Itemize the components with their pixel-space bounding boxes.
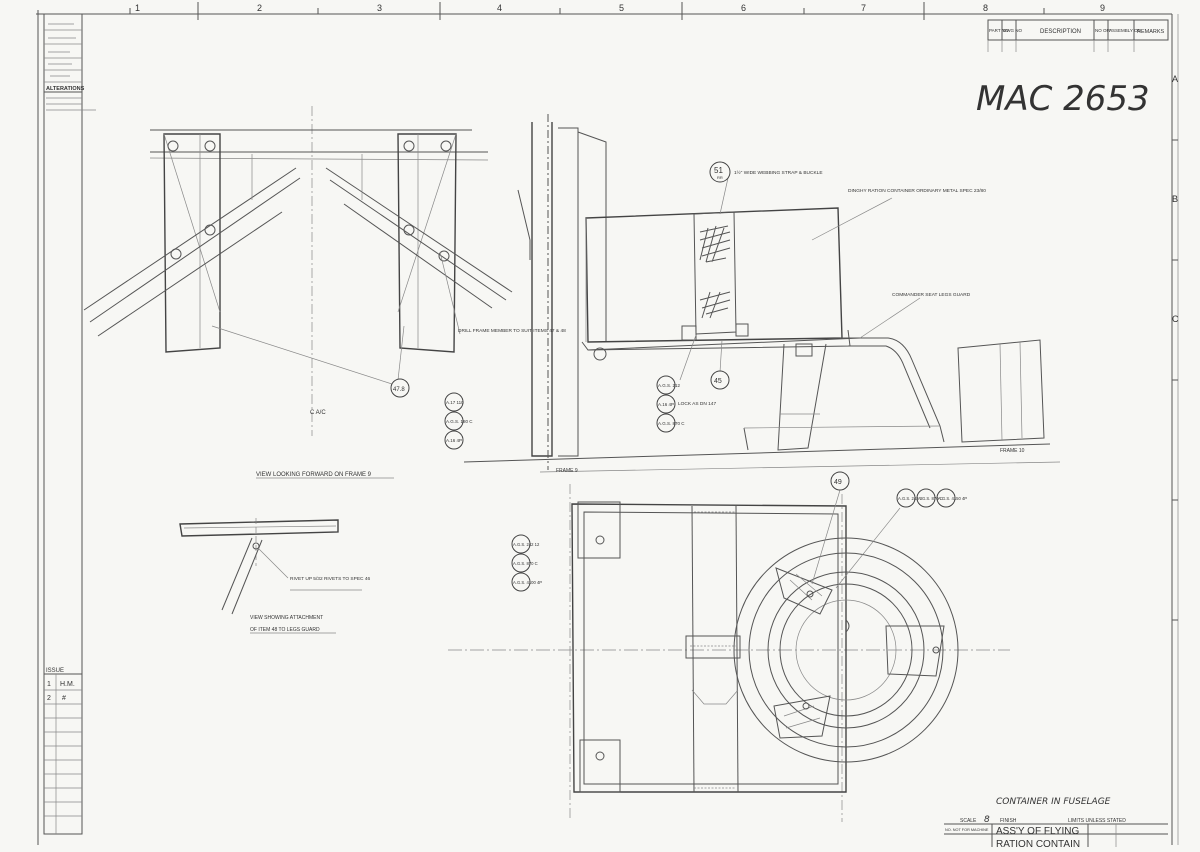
issue-initials: #	[62, 695, 66, 702]
strap-hatching	[699, 225, 731, 319]
column-number: 8	[983, 3, 988, 13]
column-ticks	[129, 2, 1045, 20]
scale-label: SCALE	[960, 818, 977, 824]
balloon-item-49: 49	[830, 471, 850, 491]
left-strip: ALTERATIONS ISSUE 1 H.M. 2 #	[43, 13, 96, 835]
row-letter: C	[1172, 314, 1179, 324]
part-callout: A.G.S. 212	[658, 383, 681, 388]
not-for-label: NO. NOT FOR MACHINE	[945, 828, 989, 832]
column-numbers: 1 2 3 4 5 6 7 8 9	[135, 3, 1105, 13]
title-line-2: RATION CONTAIN	[996, 839, 1080, 847]
part-callout: A.G.S. 4100 4P	[513, 580, 542, 585]
column-number: 9	[1100, 3, 1105, 13]
issue-number: 1	[47, 681, 51, 688]
attachment-caption-2: OF ITEM 48 TO LEGS GUARD	[250, 627, 320, 633]
container-note: DINGHY RATION CONTAINER ORDINARY METAL S…	[848, 188, 986, 194]
column-number: 4	[497, 3, 502, 13]
balloon-label: 51	[714, 166, 723, 175]
frame-part-callouts: A.17 110 A.G.S. 180 C A.16 4P	[444, 392, 473, 450]
row-letter: A	[1172, 74, 1178, 84]
part-callout: A.16 4P	[658, 402, 674, 407]
column-number: 2	[257, 3, 262, 13]
row-letter: B	[1172, 194, 1178, 204]
rev-header-description: DESCRIPTION	[1040, 29, 1081, 35]
balloon-label: 45	[714, 378, 722, 385]
balloon-label: 47.8	[393, 387, 405, 393]
part-callout: A.16 4P	[446, 438, 462, 443]
plan-view	[448, 484, 1010, 822]
revision-table: PART NO DWG NO DESCRIPTION NO OFF ASSEMB…	[987, 19, 1169, 52]
title-block: CONTAINER IN FUSELAGE SCALE 8 FINISH LIM…	[944, 797, 1168, 850]
plan-left-callouts: A.G.S. 242 12 A.G.S. 870 C A.G.S. 4100 4…	[511, 534, 542, 592]
side-view: 1½" WIDE WEBBING STRAP & BUCKLE DINGHY R…	[463, 114, 1061, 474]
plan-top-callouts: A.G.S. 242 3 A.G.S. 870 C A.G.S. 4150 4P	[896, 488, 967, 508]
frame-9-label: FRAME 9	[556, 468, 578, 474]
title-line-1: ASS'Y OF FLYING	[996, 826, 1079, 837]
rev-header-dwg: DWG NO	[1003, 28, 1022, 33]
limits-label: LIMITS UNLESS STATED	[1068, 818, 1126, 824]
strap-note: 1½" WIDE WEBBING STRAP & BUCKLE	[734, 169, 823, 176]
sheet-border	[36, 10, 1179, 845]
rev-header-nooff: NO OFF	[1095, 28, 1112, 33]
drill-frame-note: DRILL FRAME MEMBER TO SUIT ITEMS 47 & 48	[458, 328, 566, 334]
column-number: 5	[619, 3, 624, 13]
row-letters: A B C	[1172, 74, 1179, 621]
rev-header-assembly: ASSEMBLY ON	[1109, 28, 1141, 33]
part-callout: A.G.S. 180 C	[446, 419, 473, 424]
balloon-sublabel: RR	[717, 175, 723, 180]
issue-rows: 1 H.M. 2 #	[47, 681, 75, 702]
part-callout: A.G.S. 4150 4P	[938, 496, 967, 501]
part-callout: A.G.S. 870 C	[513, 561, 538, 566]
column-number: 6	[741, 3, 746, 13]
part-callout: A.G.S. 870 C	[918, 496, 943, 501]
attachment-caption-1: VIEW SHOWING ATTACHMENT	[250, 615, 323, 621]
handwritten-note: CONTAINER IN FUSELAGE	[996, 797, 1111, 807]
part-callout: A.G.S. 242 3	[898, 496, 923, 501]
part-callout: A.17 110	[446, 400, 464, 405]
frame-view-caption: VIEW LOOKING FORWARD ON FRAME 9	[256, 472, 372, 478]
column-number: 3	[377, 3, 382, 13]
rev-header-remarks: REMARKS	[1137, 29, 1165, 35]
balloon-item-51: 51 RR	[709, 161, 731, 183]
side-part-callouts: A.G.S. 212 A.16 4P A.G.S. 870 C	[656, 375, 685, 433]
part-callout: A.G.S. 870 C	[658, 421, 685, 426]
attachment-view: RIVET UP 5/32 RIVETS TO SPEC 46 VIEW SHO…	[179, 518, 370, 634]
part-callout: A.G.S. 242 12	[513, 542, 540, 547]
finish-label: FINISH	[1000, 818, 1017, 824]
centerline-label: C A/C	[310, 410, 326, 416]
rivet-note: RIVET UP 5/32 RIVETS TO SPEC 46	[290, 576, 370, 582]
issue-number: 2	[47, 695, 51, 702]
legs-guard-note: COMMANDER SEAT LEGS GUARD	[892, 292, 971, 298]
frame-10-label: FRAME 10	[1000, 448, 1025, 454]
balloon-item-47: 47.8	[390, 378, 410, 398]
drawing-number: MAC 2653	[976, 79, 1150, 119]
issue-label: ISSUE	[46, 668, 64, 674]
alterations-heading: ALTERATIONS	[46, 86, 85, 92]
frame-view: DRILL FRAME MEMBER TO SUIT ITEMS 47 & 48…	[83, 106, 566, 479]
column-number: 7	[861, 3, 866, 13]
column-number: 1	[135, 3, 140, 13]
balloon-item-45: 45	[710, 370, 730, 390]
lock-note: LOCK AS DN 147	[678, 401, 716, 407]
rev-header-part: PART NO	[989, 28, 1009, 33]
balloon-label: 49	[834, 479, 842, 486]
scale-value: 8	[984, 815, 990, 825]
issue-initials: H.M.	[60, 681, 75, 688]
